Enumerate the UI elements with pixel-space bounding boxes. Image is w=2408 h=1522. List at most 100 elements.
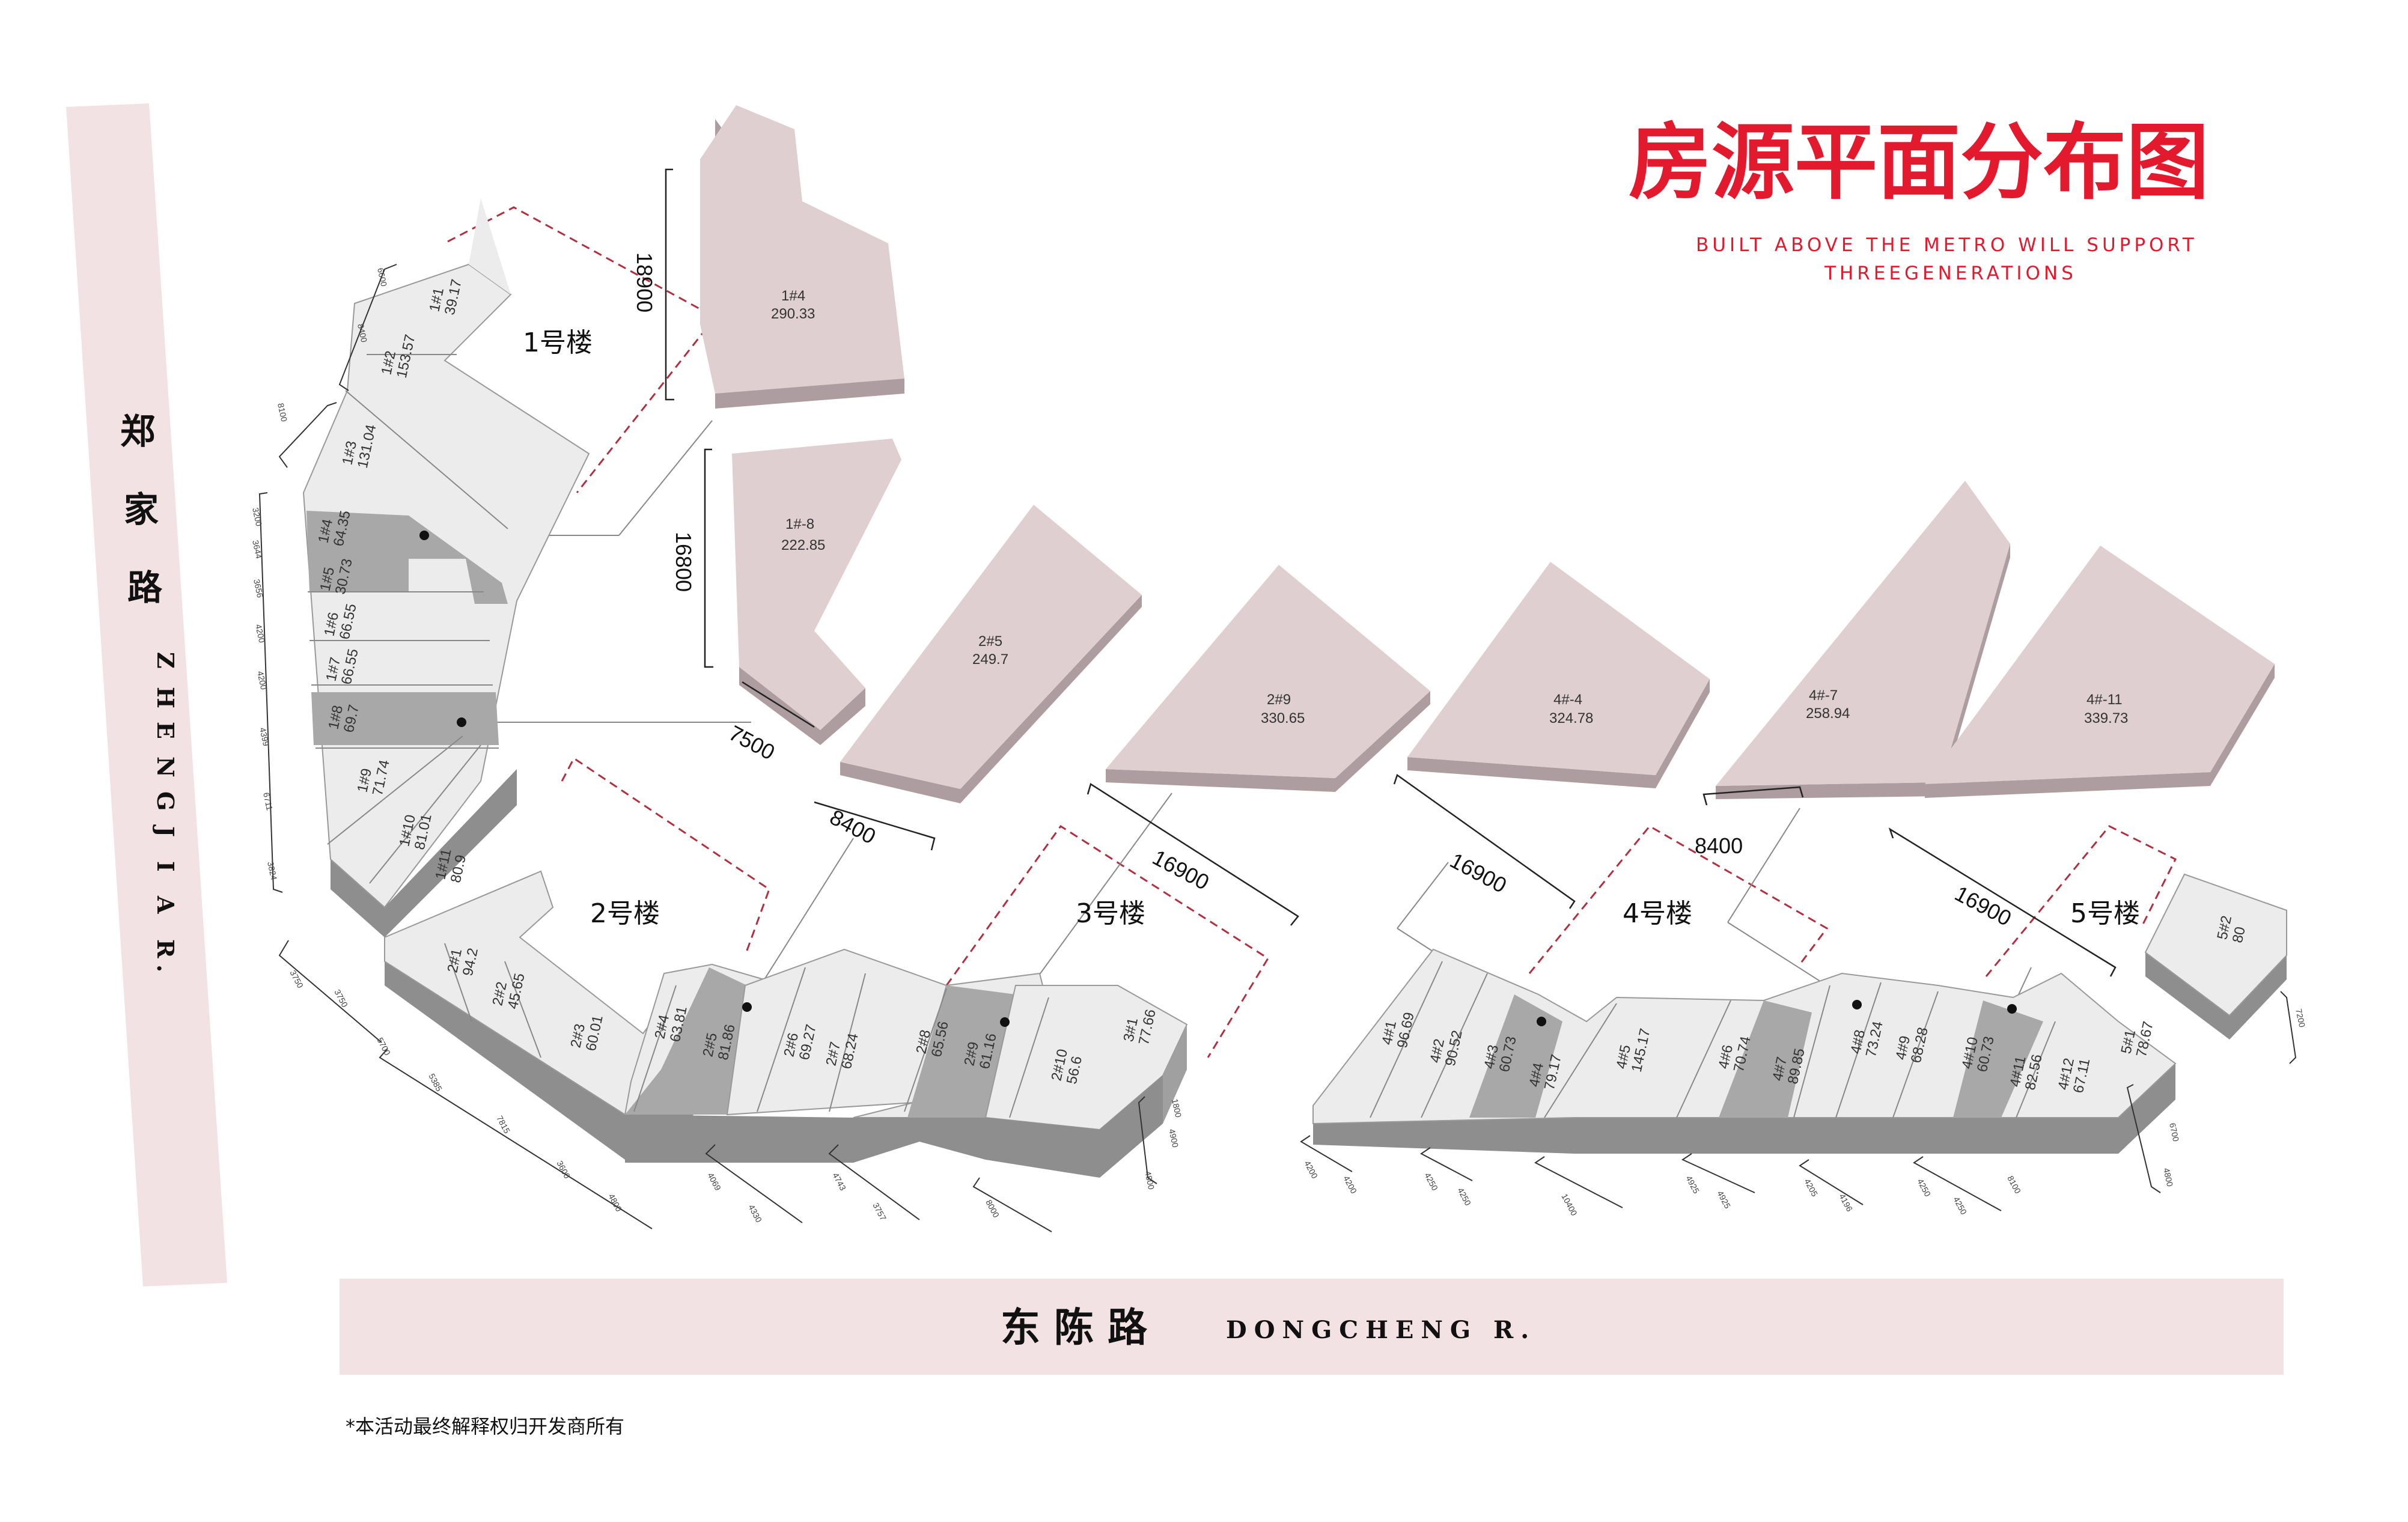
west-road: 郑 家 路 Z H E N G J I A R . (66, 103, 227, 1286)
big-unit-label-id: 2#5 (978, 633, 1002, 650)
svg-text:4250: 4250 (1951, 1195, 1969, 1216)
building-2 (384, 870, 1188, 1178)
svg-text:J: J (152, 824, 179, 837)
west-road-en: Z H E N G J I A R . (152, 652, 179, 972)
big-unit-4-4 (1407, 562, 1710, 788)
unit-label-2-5: 2#581.86 (700, 1023, 738, 1061)
big-unit-label-area: 324.78 (1549, 710, 1593, 726)
svg-text:16900: 16900 (1951, 881, 2016, 931)
building-label-5: 5号楼 (2070, 898, 2140, 929)
svg-text:8400: 8400 (356, 323, 369, 343)
south-road-cn: 东 陈 路 (1001, 1304, 1148, 1351)
big-unit-label-id: 1#4 (781, 288, 805, 304)
unit-block-4-7-dark (1719, 1000, 1812, 1118)
big-unit-label-area: 222.85 (781, 537, 825, 553)
small-dimension-lines (258, 264, 2297, 1232)
outline-bld-2 (561, 756, 770, 956)
svg-text:7200: 7200 (2294, 1008, 2307, 1028)
big-unit-label-id: 4#-4 (1553, 692, 1582, 708)
west-road-cn-2: 家 (124, 489, 159, 530)
svg-text:4250: 4250 (1455, 1186, 1473, 1207)
svg-text:R: R (152, 939, 179, 958)
south-road-band (340, 1279, 2284, 1375)
svg-text:7500: 7500 (725, 720, 779, 765)
big-unit-1-8 (732, 439, 901, 745)
svg-text:5700: 5700 (375, 1036, 392, 1057)
svg-text:80: 80 (2230, 925, 2249, 945)
big-unit-4-7 (1716, 481, 2010, 799)
outline-bld-4 (1528, 825, 1829, 974)
svg-text:G: G (152, 791, 179, 811)
unit-block-2-9-dark (907, 985, 1016, 1118)
svg-text:4330: 4330 (746, 1203, 764, 1224)
svg-text:.: . (152, 964, 179, 972)
big-unit-2-9 (1106, 565, 1430, 792)
svg-text:N: N (152, 756, 179, 778)
building-label-3: 3号楼 (1076, 898, 1145, 929)
svg-text:16900: 16900 (1446, 848, 1511, 898)
svg-text:6600: 6600 (376, 267, 389, 287)
west-road-cn-1: 郑 (120, 411, 155, 452)
svg-text:10400: 10400 (1559, 1192, 1579, 1217)
svg-text:Z: Z (152, 652, 179, 669)
south-road: 东 陈 路 DONGCHENG R. (340, 1279, 2284, 1375)
svg-text:A: A (152, 895, 179, 914)
svg-text:E: E (152, 722, 179, 739)
svg-text:3757: 3757 (871, 1201, 888, 1222)
svg-text:8400: 8400 (1695, 833, 1743, 858)
svg-text:3750: 3750 (332, 988, 350, 1009)
building-label-4: 4号楼 (1623, 898, 1692, 929)
svg-text:3656: 3656 (252, 578, 265, 598)
building-1 (302, 198, 590, 937)
big-unit-label-area: 249.7 (972, 651, 1008, 668)
leader-dots (419, 531, 2017, 1027)
unit-block-1-8-dark (311, 692, 499, 745)
big-unit-4-11 (1925, 546, 2275, 798)
outline-bld-5 (1985, 825, 2177, 977)
svg-text:5385: 5385 (427, 1072, 444, 1093)
svg-text:4743: 4743 (831, 1171, 848, 1192)
big-unit-1-4 (700, 105, 904, 409)
unit-block-4-11-dark (1953, 1000, 2043, 1118)
building-5 (2144, 873, 2287, 1040)
building-label-2: 2号楼 (590, 898, 660, 929)
svg-text:3200: 3200 (251, 507, 264, 527)
big-unit-label-area: 339.73 (2084, 710, 2128, 726)
west-road-cn-3: 路 (127, 567, 163, 608)
svg-text:3750: 3750 (288, 969, 305, 990)
svg-text:4200: 4200 (255, 670, 269, 690)
svg-text:16800: 16800 (671, 532, 696, 592)
big-unit-label-id: 4#-7 (1809, 687, 1838, 704)
building-1-floor (302, 263, 590, 909)
svg-text:6700: 6700 (2168, 1122, 2181, 1142)
page-title: 房源平面分布图 (1629, 114, 2209, 211)
building-labels: 1号楼 2号楼 3号楼 4号楼 5号楼 (523, 327, 2140, 929)
unit-block-1-4-dark (306, 511, 508, 604)
unit-label-1-8: 1#869.7 (325, 703, 362, 734)
svg-text:I: I (152, 861, 179, 872)
big-unit-label-area: 330.65 (1261, 710, 1305, 726)
subtitle-line-1: BUILT ABOVE THE METRO WILL SUPPORT (1696, 234, 2198, 256)
svg-text:4800: 4800 (1143, 1170, 1156, 1190)
svg-text:4205: 4205 (1802, 1177, 1820, 1198)
big-unit-label-id: 2#9 (1267, 692, 1291, 708)
footnote: *本活动最终解释权归开发商所有 (346, 1415, 624, 1438)
building-4-wall (1313, 1064, 2175, 1154)
svg-text:4200: 4200 (1302, 1159, 1320, 1180)
building-4 (1312, 948, 2177, 1154)
svg-text:4200: 4200 (1341, 1174, 1359, 1195)
south-road-en: DONGCHENG R. (1226, 1316, 1536, 1344)
big-unit-label-id: 4#-11 (2086, 692, 2123, 708)
svg-text:4925: 4925 (1684, 1174, 1701, 1195)
svg-text:4925: 4925 (1715, 1189, 1733, 1210)
outline-bld-1 (447, 206, 717, 493)
big-unit-label-area: 290.33 (771, 306, 815, 322)
svg-text:3824: 3824 (266, 860, 279, 881)
svg-text:4200: 4200 (254, 623, 267, 644)
subtitle-line-2: THREEGENERATIONS (1824, 263, 2077, 284)
svg-text:3644: 3644 (251, 539, 264, 559)
